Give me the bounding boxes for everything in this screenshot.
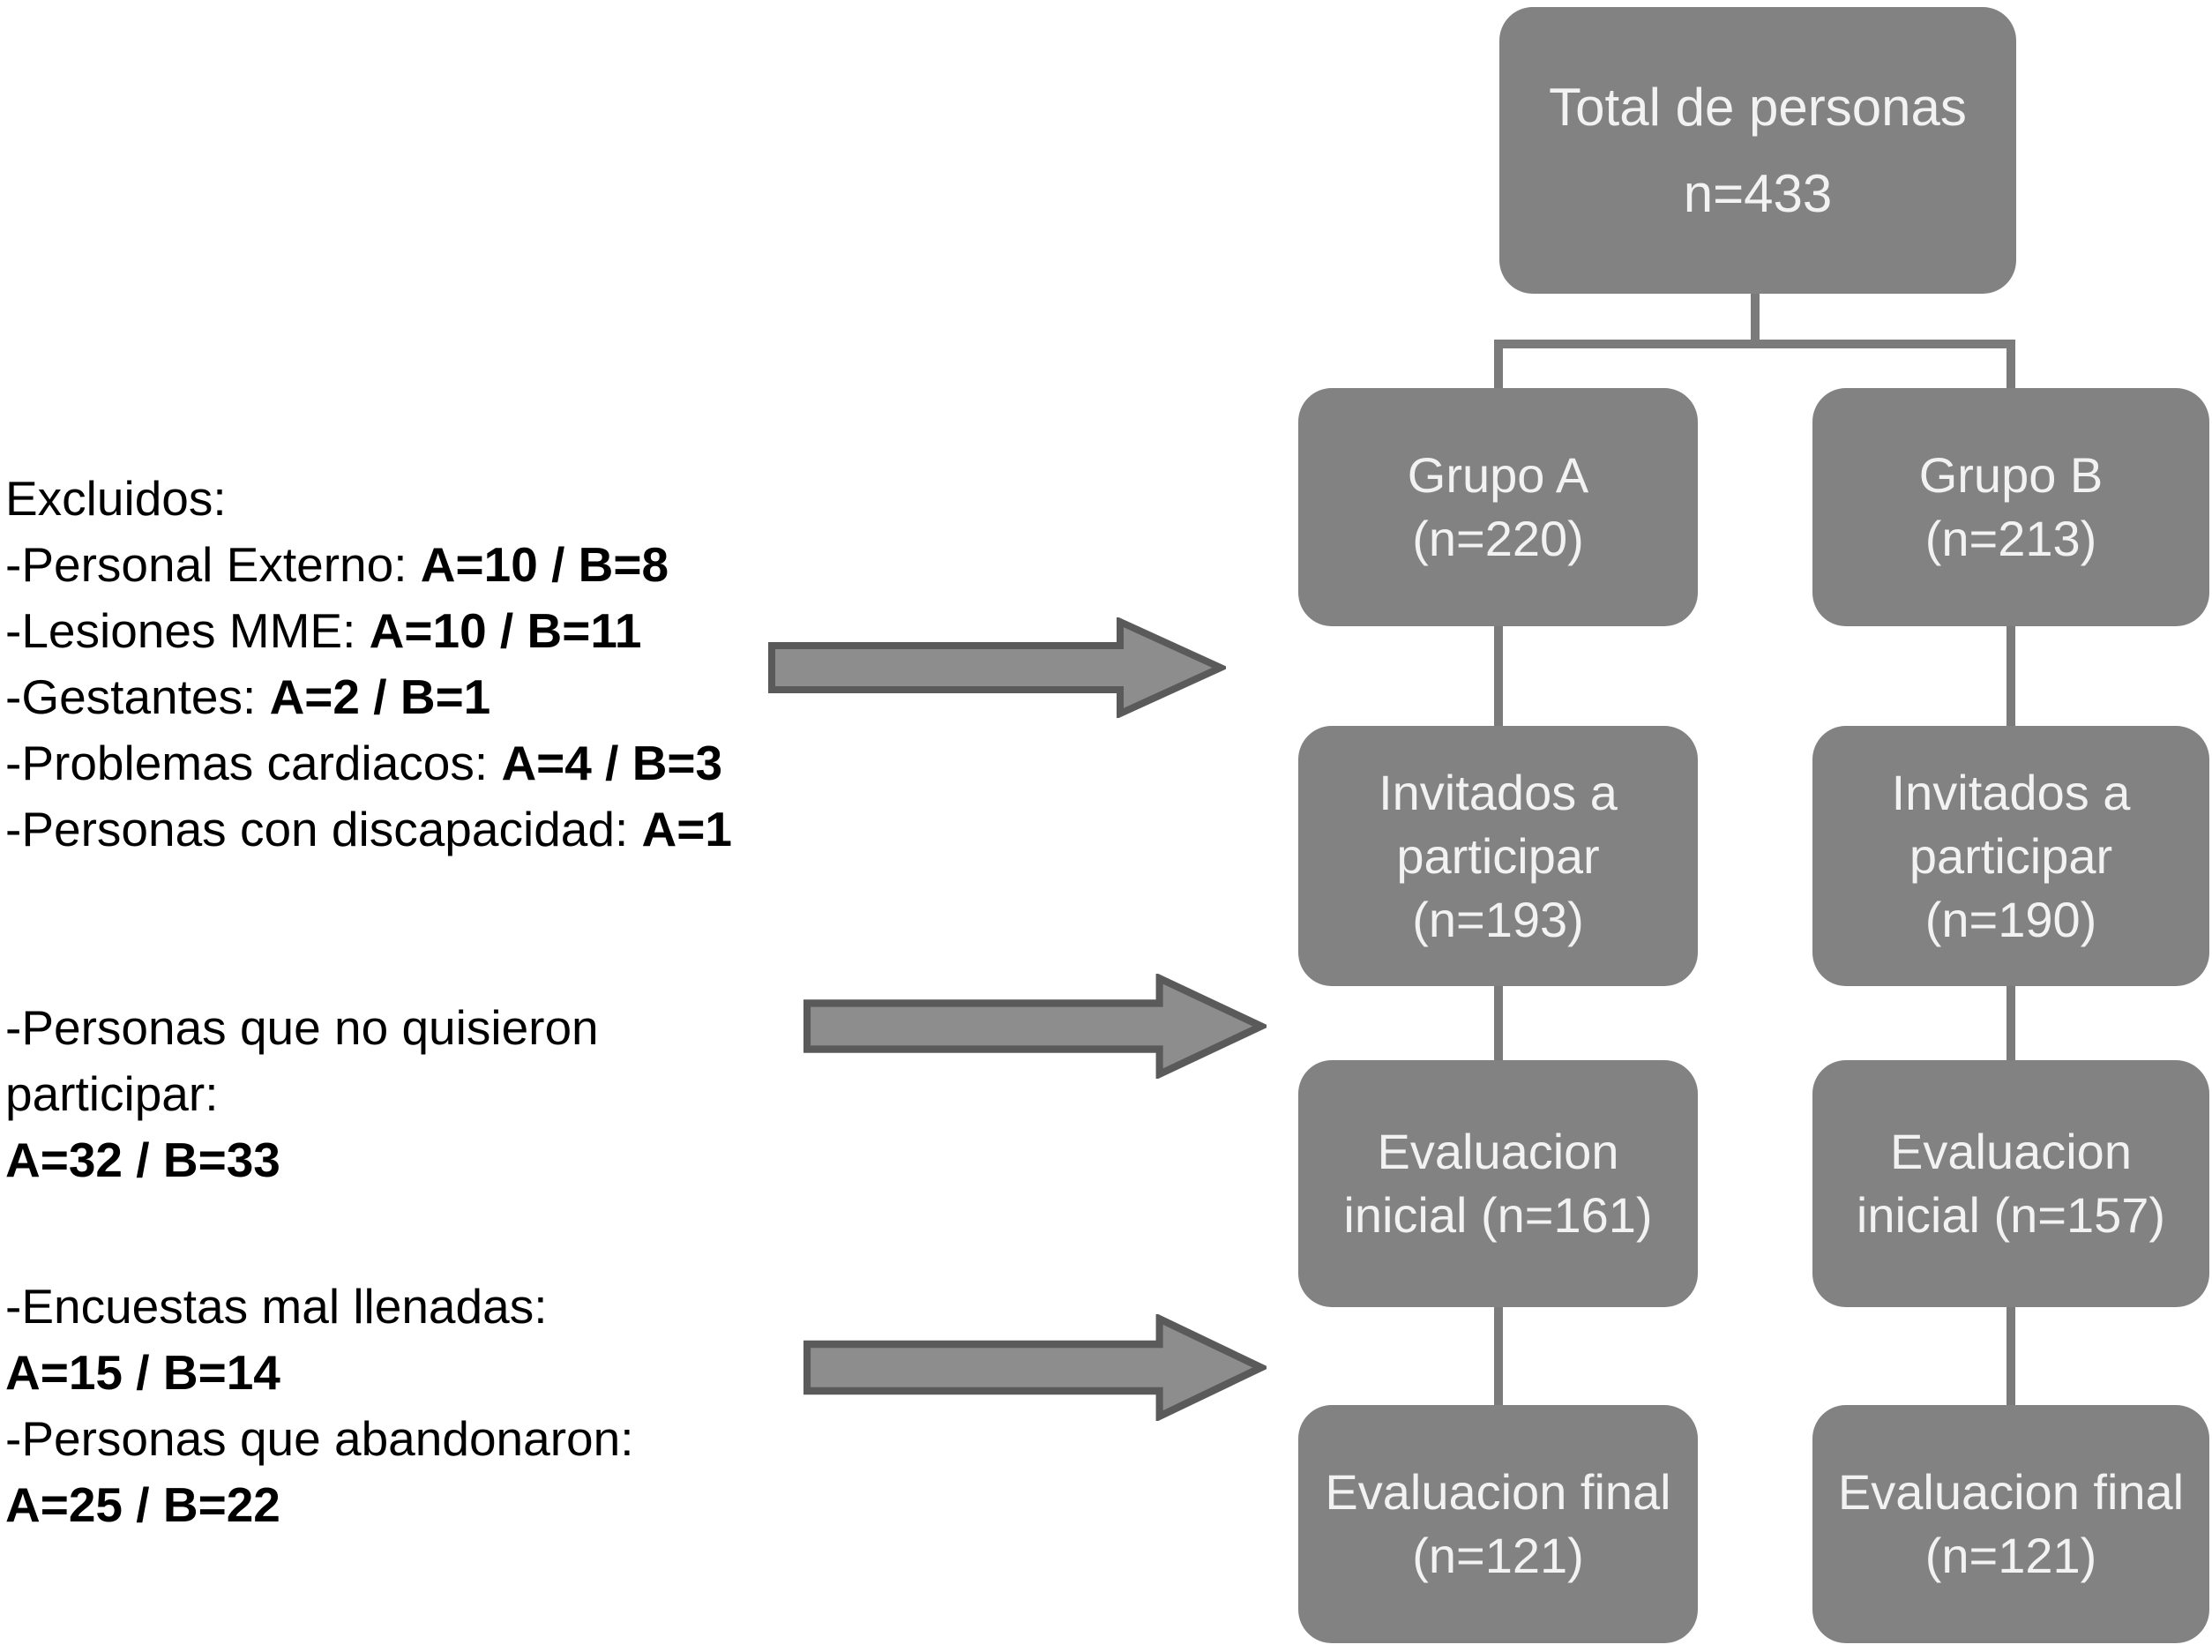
- flow-box-invited-a: Invitados a participar (n=193): [1298, 726, 1698, 986]
- box-line: (n=213): [1924, 511, 2097, 566]
- box-line: Evaluacion final: [1325, 1464, 1671, 1520]
- connector-a1: [1494, 626, 1503, 726]
- box-line: Evaluacion: [1890, 1124, 2132, 1179]
- box-line: Invitados a: [1891, 764, 2131, 820]
- connector-stem-top: [1751, 291, 1760, 344]
- box-line: (n=190): [1924, 891, 2097, 947]
- box-line: inicial (n=157): [1856, 1187, 2166, 1243]
- box-line: participar: [1909, 827, 2113, 884]
- flow-box-total: Total de personas n=433: [1499, 7, 2016, 294]
- box-line: (n=193): [1412, 891, 1584, 947]
- note-line: A=32 / B=33: [5, 1132, 280, 1187]
- right-arrow-icon: [768, 617, 1226, 718]
- bracket-leg-left: [1494, 340, 1503, 388]
- note-line: -Personas que no quisieron: [5, 1000, 599, 1055]
- connector-b2: [2006, 986, 2015, 1060]
- flow-box-invited-b: Invitados a participar (n=190): [1812, 726, 2209, 986]
- flow-box-group-a: Grupo A (n=220): [1298, 388, 1698, 626]
- note-line: -Problemas cardiacos: A=4 / B=3: [5, 736, 723, 790]
- right-arrow-icon: [803, 974, 1267, 1079]
- note-line: -Encuestas mal llenadas:: [5, 1279, 548, 1334]
- connector-a2: [1494, 986, 1503, 1060]
- box-line: Invitados a: [1379, 764, 1618, 820]
- box-line: Evaluacion final: [1837, 1464, 2185, 1520]
- note-line: A=25 / B=22: [5, 1477, 280, 1532]
- flow-box-initial-a: Evaluacion inicial (n=161): [1298, 1060, 1698, 1307]
- flow-box-initial-b: Evaluacion inicial (n=157): [1812, 1060, 2209, 1307]
- box-line: (n=121): [1412, 1528, 1584, 1583]
- dropout-note: -Encuestas mal llenadas: A=15 / B=14 -Pe…: [5, 1274, 633, 1538]
- connector-b1: [2006, 626, 2015, 726]
- declined-note: -Personas que no quisieron participar: A…: [5, 995, 599, 1193]
- note-line: -Lesiones MME: A=10 / B=11: [5, 603, 642, 658]
- note-line: -Personas con discapacidad: A=1: [5, 802, 732, 856]
- box-line: (n=220): [1412, 511, 1584, 566]
- note-line: -Personal Externo: A=10 / B=8: [5, 537, 669, 592]
- note-line: A=15 / B=14: [5, 1345, 280, 1400]
- note-line: -Gestantes: A=2 / B=1: [5, 669, 491, 724]
- excluded-note: Excluidos: -Personal Externo: A=10 / B=8…: [5, 466, 732, 863]
- bracket-bar: [1494, 340, 2015, 348]
- bracket-leg-right: [2006, 340, 2015, 388]
- flow-box-group-b: Grupo B (n=213): [1812, 388, 2209, 626]
- note-line: participar:: [5, 1066, 219, 1121]
- connector-b3: [2006, 1307, 2015, 1405]
- box-line: Grupo A: [1407, 447, 1589, 503]
- box-line: inicial (n=161): [1343, 1187, 1653, 1243]
- note-line: Excluidos:: [5, 471, 227, 526]
- flow-box-final-a: Evaluacion final (n=121): [1298, 1405, 1698, 1643]
- box-line: n=433: [1683, 163, 1833, 223]
- box-line: (n=121): [1924, 1528, 2097, 1583]
- note-line: -Personas que abandonaron:: [5, 1411, 634, 1466]
- right-arrow-icon: [803, 1314, 1267, 1421]
- flow-box-final-b: Evaluacion final (n=121): [1812, 1405, 2209, 1643]
- box-line: participar: [1396, 827, 1600, 884]
- box-line: Grupo B: [1918, 447, 2104, 503]
- box-line: Total de personas: [1549, 77, 1967, 137]
- box-line: Evaluacion: [1377, 1124, 1619, 1179]
- connector-a3: [1494, 1307, 1503, 1405]
